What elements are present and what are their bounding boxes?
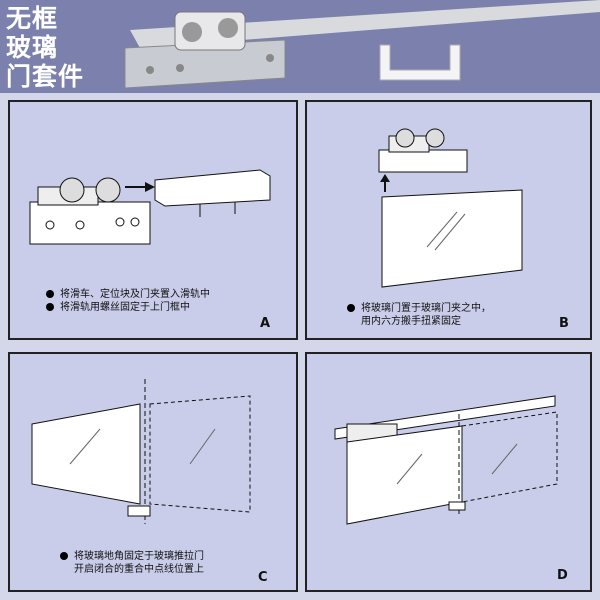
step-letter: D bbox=[557, 568, 568, 583]
title-line-2: 玻璃 bbox=[6, 33, 59, 62]
product-photo bbox=[124, 0, 600, 89]
title-line-3: 门套件 bbox=[6, 62, 85, 91]
rail-assembly-diagram bbox=[29, 169, 271, 245]
note-line: 将玻璃门置于玻璃门夹之中， bbox=[347, 302, 491, 315]
title-line-1: 无框 bbox=[6, 4, 59, 33]
panel-b: 将玻璃门置于玻璃门夹之中， 用内六方搬手扭紧固定 B bbox=[305, 100, 592, 340]
installed-door-diagram bbox=[334, 395, 558, 525]
panel-d: D bbox=[305, 352, 592, 592]
panel-a: 将滑车、定位块及门夹置入滑轨中 将滑轨用螺丝固定于上门框中 A bbox=[8, 100, 298, 340]
glass-clamp-diagram bbox=[378, 128, 523, 288]
note-line: 开启闭合的重合中点线位置上 bbox=[74, 564, 204, 575]
step-letter: C bbox=[258, 570, 268, 585]
note-line: 将滑轨用螺丝固定于上门框中 bbox=[46, 301, 210, 314]
step-letter: B bbox=[559, 316, 569, 331]
header-banner: 无框 玻璃 门套件 bbox=[0, 0, 600, 93]
note-line: 将滑车、定位块及门夹置入滑轨中 bbox=[46, 288, 210, 301]
panel-c: 将玻璃地角固定于玻璃推拉门 开启闭合的重合中点线位置上 C bbox=[8, 352, 298, 592]
note-line: 用内六方搬手扭紧固定 bbox=[361, 316, 461, 327]
floor-guide-diagram bbox=[31, 379, 251, 524]
step-letter: A bbox=[260, 316, 271, 331]
note-line: 将玻璃地角固定于玻璃推拉门 bbox=[60, 550, 204, 563]
